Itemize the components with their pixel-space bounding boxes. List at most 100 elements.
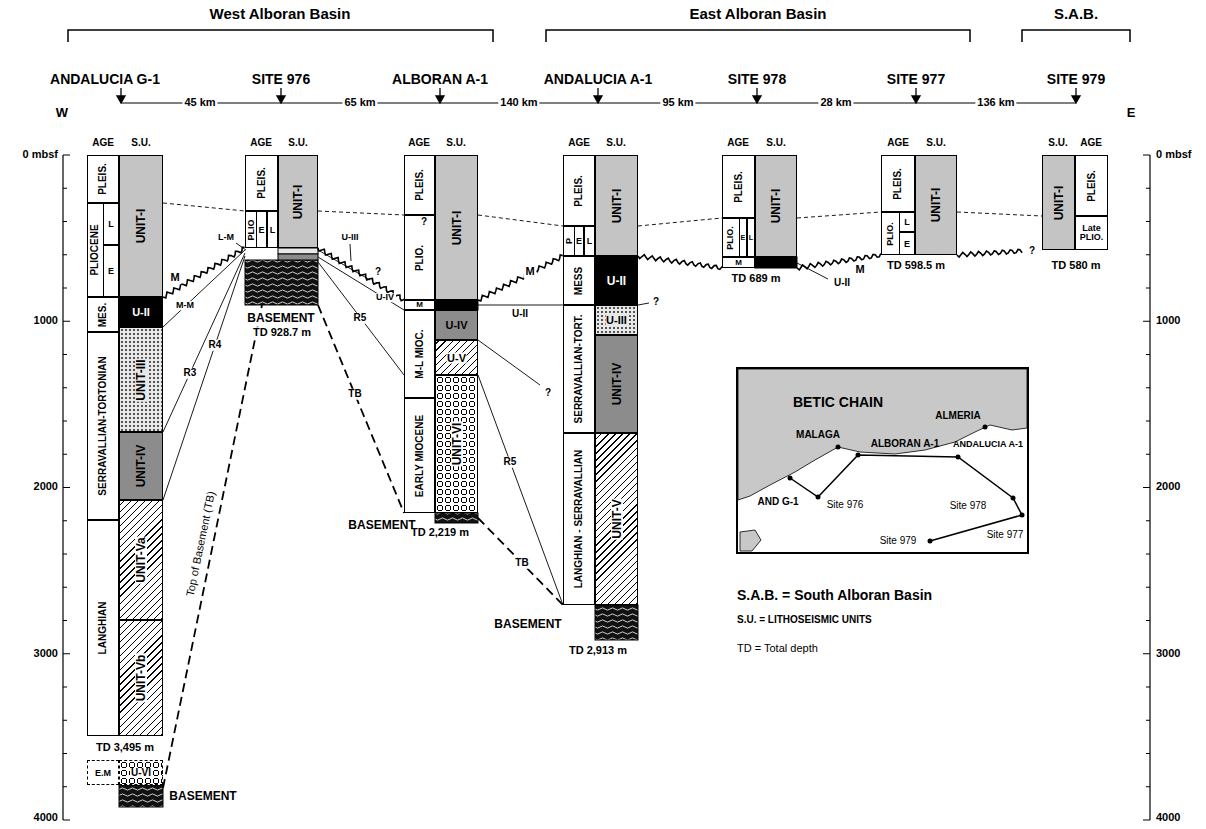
age-box: M-L MIOC. (404, 310, 435, 398)
messinian-surface (797, 254, 881, 270)
annotation: R5 (502, 457, 519, 468)
annotation: 95 km (660, 97, 695, 109)
annotation: Top of Basement (TB) (185, 490, 218, 597)
axis-tick (63, 321, 70, 322)
axis-tick (63, 254, 67, 255)
axis-tick (1146, 354, 1150, 355)
axis-tick (1146, 687, 1150, 688)
unit-box: U-II (119, 297, 163, 327)
unit-box: UNIT-IV (119, 432, 163, 500)
vertical-unit-label: PLEIS. (574, 175, 584, 207)
unit-box: E.M (87, 760, 119, 785)
vertical-unit-label: M-L MIOC. (415, 329, 425, 378)
annotation: BASEMENT (169, 790, 236, 803)
axis-ticks (63, 155, 1150, 820)
vertical-unit-label: UNIT-VI (451, 422, 463, 467)
basement-block (119, 260, 638, 807)
vertical-unit-label: PLEIS. (415, 169, 425, 201)
age-box: PLIO. (404, 215, 435, 300)
axis-tick (1146, 587, 1150, 588)
unit-label: U-III (605, 315, 628, 326)
unit-label: E (258, 225, 264, 234)
unit-box: UNIT-V (595, 433, 638, 605)
annotation: U-IV (374, 293, 396, 302)
age-subdivision: E (574, 226, 584, 256)
unit-label: U-VI (130, 768, 152, 778)
age-box: SERRAVALLIAN-TORTONIAN (87, 332, 119, 520)
basin-bracket (68, 30, 1130, 42)
axis-tick (63, 587, 67, 588)
unit-label: U-II (132, 307, 150, 318)
age-box: PLEIS. (563, 155, 595, 226)
age-subdivision: E (103, 245, 119, 297)
age-box: PEL (563, 226, 595, 256)
unit-label: U-V (446, 352, 467, 363)
vertical-unit-label: UNIT-I (1053, 185, 1065, 220)
axis-tick (63, 687, 67, 688)
annotation: 1000 (1156, 315, 1180, 327)
depth-axis (63, 155, 1150, 820)
annotation: 65 km (342, 97, 377, 109)
annotation: R3 (182, 368, 199, 379)
location-map (737, 368, 1028, 553)
map-label: Site 979 (880, 536, 917, 547)
unit-label: E (576, 237, 582, 246)
age-box: PLEIS. (722, 155, 755, 218)
unit-box: UNIT-I (595, 155, 638, 256)
unit-box: UNIT-I (435, 155, 478, 300)
annotation: TD 689 m (732, 273, 781, 285)
annotation: TD = Total depth (737, 643, 818, 655)
axis-tick (1146, 520, 1150, 521)
annotation: 0 mbsf (23, 149, 58, 161)
annotation: 1000 (34, 315, 58, 327)
annotation: AGE (568, 138, 590, 149)
vertical-unit-label: PLIO. (886, 222, 895, 246)
vertical-unit-label: PLIO (247, 219, 256, 240)
basin-bracket (1022, 30, 1130, 42)
annotation: E (1127, 106, 1136, 120)
vertical-unit-label: PLEIS. (893, 168, 903, 200)
annotation: M (853, 264, 866, 276)
unit-box: UNIT-Vb (119, 620, 163, 736)
vertical-unit-label: UNIT-I (135, 209, 147, 244)
messinian-surface (478, 255, 563, 301)
age-box: Late PLIO. (1075, 216, 1108, 250)
annotation: W (56, 106, 68, 120)
annotation: ? (375, 267, 381, 278)
annotation: BASEMENT (348, 519, 415, 532)
vertical-unit-label: UNIT-I (292, 184, 304, 219)
vertical-unit-label: LANGHIAN - SERRAVALLIAN (574, 450, 584, 589)
axis-tick (1143, 321, 1150, 322)
vertical-unit-label: UNIT-I (930, 188, 942, 223)
unit-label: M (735, 259, 742, 267)
annotation: U-II (510, 309, 530, 320)
axis-tick (63, 354, 67, 355)
axis-tick (1146, 720, 1150, 721)
vertical-unit-label: PLEIS. (257, 167, 267, 199)
unit-label: U-II (607, 275, 626, 287)
age-box: MES. (87, 297, 119, 332)
axis-tick (63, 753, 67, 754)
age-box: EARLY MIOCENE (404, 398, 435, 513)
axis-tick (63, 820, 70, 821)
annotation: TD 598.5 m (887, 260, 945, 272)
annotation: 3000 (1156, 648, 1180, 660)
annotation: S.U. (131, 138, 150, 149)
age-subdivision: L (103, 203, 119, 245)
age-box: PLEIS. (87, 155, 119, 203)
annotation: 4000 (1156, 812, 1180, 824)
age-box: LANGHIAN - SERRAVALLIAN (563, 433, 595, 605)
unit-box: U-V (435, 340, 478, 375)
well-name: ANDALUCIA A-1 (544, 72, 653, 87)
annotation: 4000 (34, 812, 58, 824)
age-box: PLIO.LE (881, 212, 915, 255)
annotation: ? (421, 217, 427, 228)
axis-tick (1143, 653, 1150, 654)
annotation: TB (346, 389, 363, 400)
well-name: SITE 979 (1047, 72, 1105, 87)
top-of-basement-line (163, 305, 563, 788)
axis-tick (1146, 254, 1150, 255)
map-label: Site 976 (827, 500, 864, 511)
distance-line (121, 103, 1076, 104)
unit-label: L (108, 220, 114, 229)
